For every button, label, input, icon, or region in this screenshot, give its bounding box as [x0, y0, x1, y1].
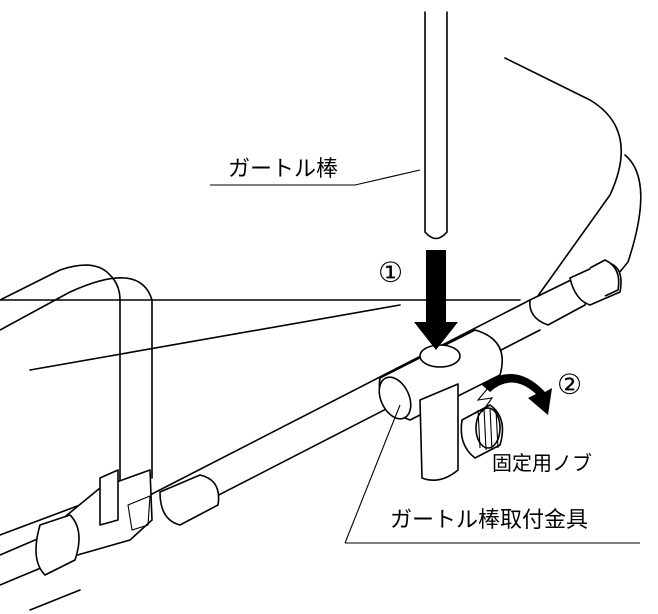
- bracket-label: ガートル棒取付金具: [390, 508, 588, 533]
- frame-post: [0, 264, 153, 486]
- rod-label: ガートル棒: [228, 157, 338, 182]
- insert-arrow: [414, 250, 458, 350]
- knob-label: 固定用ノブ: [492, 451, 592, 475]
- bed-frame-rail: [0, 57, 642, 371]
- rotate-arrow: [476, 374, 552, 415]
- step-2-label: ②: [557, 368, 582, 401]
- leader-lines: [210, 169, 640, 544]
- rail-coupling-right: [529, 259, 622, 326]
- iv-pole: [424, 11, 448, 240]
- rod-mounting-bracket: [378, 329, 504, 481]
- fixing-knob: [460, 404, 504, 459]
- step-1-label: ①: [378, 256, 403, 289]
- rail-coupling-left: [35, 469, 220, 576]
